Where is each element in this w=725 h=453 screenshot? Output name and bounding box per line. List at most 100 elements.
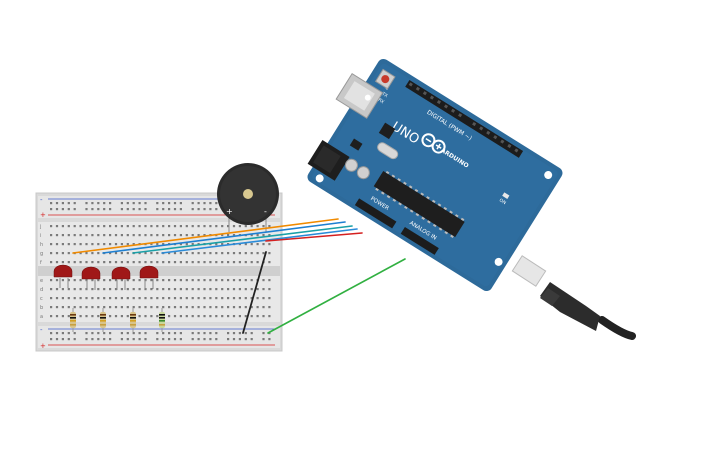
breadboard-hole bbox=[73, 208, 76, 211]
breadboard-hole bbox=[173, 288, 177, 291]
breadboard-hole bbox=[238, 261, 241, 264]
breadboard-hole bbox=[215, 202, 218, 205]
breadboard-hole bbox=[97, 306, 100, 309]
chip-pin bbox=[420, 192, 425, 196]
led[interactable] bbox=[139, 265, 159, 289]
breadboard-hole bbox=[144, 202, 147, 205]
breadboard-hole bbox=[215, 297, 218, 300]
breadboard-hole bbox=[132, 225, 135, 228]
breadboard-hole bbox=[209, 202, 212, 205]
header-pin bbox=[443, 104, 449, 109]
breadboard-hole bbox=[120, 252, 123, 255]
breadboard-hole bbox=[55, 338, 59, 341]
breadboard-hole bbox=[197, 306, 200, 309]
breadboard-hole bbox=[126, 202, 129, 205]
breadboard-hole bbox=[197, 315, 200, 318]
breadboard-hole bbox=[103, 306, 106, 309]
breadboard-hole bbox=[50, 202, 53, 205]
chip-pin bbox=[460, 217, 465, 222]
breadboard-hole bbox=[221, 297, 224, 300]
wire-teal[interactable] bbox=[132, 225, 353, 254]
breadboard-hole bbox=[50, 261, 53, 264]
chip-pin bbox=[444, 231, 449, 235]
breadboard-hole bbox=[103, 338, 106, 341]
breadboard-hole bbox=[50, 225, 53, 228]
breadboard-hole bbox=[55, 252, 59, 255]
breadboard-hole bbox=[156, 338, 159, 341]
breadboard-hole bbox=[126, 225, 129, 228]
breadboard-hole bbox=[103, 332, 106, 335]
breadboard-hole bbox=[203, 252, 206, 255]
wire-black[interactable] bbox=[242, 251, 267, 334]
breadboard-hole bbox=[50, 332, 53, 335]
led[interactable] bbox=[53, 264, 73, 288]
breadboard-hole bbox=[162, 202, 165, 205]
breadboard-hole bbox=[85, 315, 88, 318]
breadboard-hole bbox=[91, 306, 94, 309]
breadboard-hole bbox=[156, 297, 159, 300]
led[interactable] bbox=[81, 266, 101, 290]
wire-orange[interactable] bbox=[72, 218, 339, 254]
breadboard-hole bbox=[97, 252, 100, 255]
breadboard-hole bbox=[97, 261, 100, 264]
wire-red[interactable] bbox=[265, 232, 363, 242]
power-header bbox=[354, 198, 397, 229]
breadboard-hole bbox=[185, 315, 188, 318]
breadboard-hole bbox=[185, 243, 188, 246]
breadboard-hole bbox=[91, 338, 94, 341]
breadboard-hole bbox=[168, 332, 171, 335]
breadboard-hole bbox=[197, 332, 200, 335]
piezo-buzzer[interactable]: + - bbox=[217, 163, 279, 232]
breadboard-hole bbox=[85, 202, 88, 205]
chip-pin bbox=[397, 178, 401, 182]
breadboard-hole bbox=[221, 315, 224, 318]
breadboard-hole bbox=[138, 332, 141, 335]
breadboard-hole bbox=[168, 315, 171, 318]
breadboard-hole bbox=[85, 243, 88, 246]
led[interactable] bbox=[111, 266, 131, 290]
breadboard-hole bbox=[150, 279, 153, 282]
breadboard-hole bbox=[256, 252, 259, 255]
resistor[interactable] bbox=[159, 308, 165, 332]
breadboard-hole bbox=[103, 234, 106, 237]
on-led bbox=[502, 192, 510, 199]
digital-pins bbox=[408, 82, 519, 153]
breadboard-hole bbox=[191, 243, 194, 246]
row-letter: b bbox=[40, 305, 43, 311]
breadboard-hole bbox=[262, 332, 265, 335]
breadboard-hole bbox=[138, 208, 141, 211]
breadboard-hole bbox=[73, 243, 76, 246]
breadboard-hole bbox=[262, 234, 265, 237]
breadboard-hole bbox=[173, 315, 177, 318]
breadboard-hole bbox=[144, 338, 147, 341]
mounting-hole bbox=[315, 174, 324, 183]
breadboard-hole bbox=[126, 332, 129, 335]
header-pin bbox=[436, 99, 442, 105]
usb-cable[interactable] bbox=[511, 255, 636, 340]
breadboard-hole bbox=[97, 202, 100, 205]
breadboard-hole bbox=[262, 252, 265, 255]
breadboard-hole bbox=[209, 261, 212, 264]
resistor[interactable] bbox=[100, 308, 106, 332]
resistor[interactable] bbox=[70, 308, 76, 332]
arduino-uno-board[interactable]: DIGITAL (PWM ~) POWER ANALOG IN ARDUINO … bbox=[292, 48, 565, 293]
breadboard-hole bbox=[191, 288, 194, 291]
breadboard-hole bbox=[126, 297, 129, 300]
chip-pin bbox=[386, 195, 391, 199]
chip-pin bbox=[408, 185, 413, 189]
resistor[interactable] bbox=[130, 308, 136, 332]
reset-button[interactable] bbox=[374, 68, 396, 90]
breadboard-hole bbox=[221, 243, 224, 246]
wire-blue-2[interactable] bbox=[161, 228, 358, 254]
breadboard-hole bbox=[250, 315, 253, 318]
breadboard-hole bbox=[244, 297, 247, 300]
wire-green[interactable] bbox=[267, 258, 406, 334]
breadboard-hole bbox=[114, 315, 118, 318]
wire-blue-1[interactable] bbox=[102, 221, 346, 254]
breadboard-hole bbox=[203, 225, 206, 228]
breadboard-hole bbox=[126, 234, 129, 237]
breadboard-hole bbox=[144, 234, 147, 237]
breadboard-hole bbox=[191, 208, 194, 211]
chip-pin bbox=[404, 205, 408, 210]
breadboard-hole bbox=[209, 315, 212, 318]
